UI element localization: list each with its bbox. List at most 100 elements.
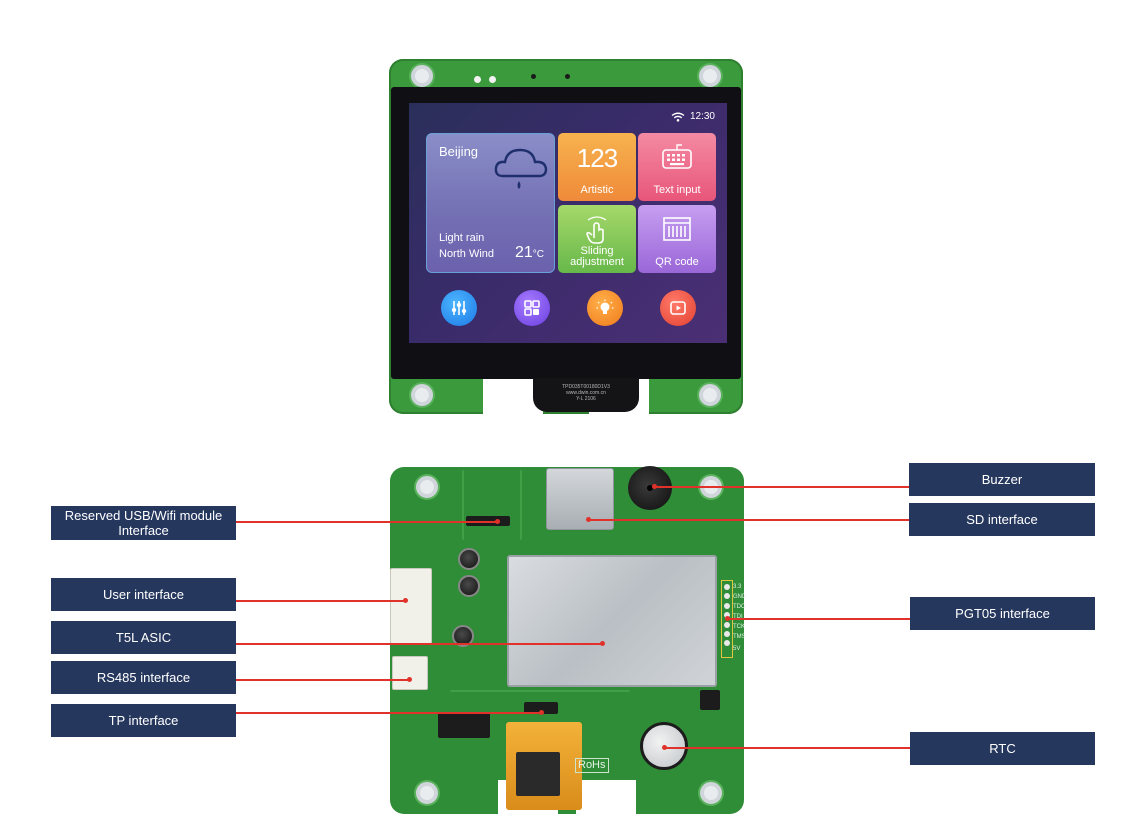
callout-dot bbox=[652, 484, 657, 489]
pad bbox=[474, 76, 481, 83]
driver-chip bbox=[438, 712, 490, 738]
temperature-unit: °C bbox=[532, 249, 545, 260]
callout-dot bbox=[495, 519, 500, 524]
pin-label: 3.3 bbox=[733, 584, 742, 590]
status-time: 12:30 bbox=[689, 111, 715, 122]
pin-label: 5V bbox=[733, 646, 741, 652]
weather-condition-line: Light rain bbox=[439, 232, 485, 244]
label-text: User interface bbox=[103, 587, 184, 602]
weather-city: Beijing bbox=[439, 144, 479, 159]
tile-artistic[interactable]: 123 Artistic bbox=[558, 133, 636, 201]
artistic-glyph: 123 bbox=[576, 143, 618, 173]
weather-card[interactable]: Beijing Light rain North Wind 21°C bbox=[426, 133, 555, 273]
tile-text-input[interactable]: Text input bbox=[638, 133, 716, 201]
wifi-icon bbox=[671, 112, 685, 122]
header-pin bbox=[724, 630, 730, 637]
header-pin bbox=[724, 612, 730, 619]
callout-dot bbox=[725, 616, 730, 621]
callout-dot bbox=[407, 677, 412, 682]
tile-sliding-adjustment[interactable]: Sliding adjustment bbox=[558, 205, 636, 273]
rain-cloud-icon bbox=[494, 148, 548, 189]
capacitor bbox=[458, 575, 480, 597]
label-text: SD interface bbox=[966, 512, 1038, 527]
fpc-core bbox=[516, 752, 560, 796]
tile-label: Text input bbox=[653, 184, 701, 196]
label-text: T5L ASIC bbox=[115, 630, 172, 645]
weather-temperature: 21°C bbox=[515, 244, 544, 262]
header-pin bbox=[724, 602, 730, 609]
label-line: Interface bbox=[118, 523, 169, 538]
label-text: TP interface bbox=[108, 713, 179, 728]
pcb-trace bbox=[450, 690, 630, 692]
mounting-hole bbox=[700, 782, 722, 804]
callout-dot bbox=[662, 745, 667, 750]
video-button[interactable] bbox=[660, 290, 696, 326]
flex-cable-text: TPD035T00180D1V3 bbox=[562, 384, 610, 390]
callout-line bbox=[236, 679, 410, 681]
callout-line bbox=[589, 519, 909, 521]
board-notch bbox=[576, 780, 636, 814]
label-t5l-asic: T5L ASIC bbox=[51, 621, 236, 654]
lcd-screen: 12:30 Beijing Light rain North Wind 21°C… bbox=[409, 103, 727, 343]
keyboard-icon bbox=[662, 144, 692, 169]
mounting-hole bbox=[416, 782, 438, 804]
tile-label: Sliding adjustment bbox=[558, 246, 636, 268]
label-pgt05: PGT05 interface bbox=[910, 597, 1095, 630]
flex-cable-text: Y-L 2106 bbox=[576, 396, 596, 402]
qr-scan-icon bbox=[663, 217, 691, 241]
sd-card-slot bbox=[546, 468, 614, 530]
mounting-hole bbox=[699, 65, 721, 87]
capacitor bbox=[458, 548, 480, 570]
light-button[interactable] bbox=[587, 290, 623, 326]
sliders-icon bbox=[451, 301, 467, 315]
asic-shield bbox=[507, 555, 717, 687]
label-rtc: RTC bbox=[910, 732, 1095, 765]
pin-label: TDO bbox=[733, 604, 746, 610]
label-text: Buzzer bbox=[981, 472, 1023, 487]
callout-dot bbox=[539, 710, 544, 715]
pad bbox=[565, 74, 570, 79]
tp-connector bbox=[524, 702, 558, 714]
user-connector bbox=[390, 568, 432, 644]
label-buzzer: Buzzer bbox=[909, 463, 1095, 496]
apps-button[interactable] bbox=[514, 290, 550, 326]
capacitor bbox=[452, 625, 474, 647]
callout-line bbox=[655, 486, 909, 488]
tp-flex-cable bbox=[506, 722, 582, 810]
flex-cable-print: TPD035T00180D1V3 www.dwin.com.cn Y-L 210… bbox=[533, 384, 639, 402]
pin-label: GND bbox=[733, 594, 747, 600]
pad bbox=[489, 76, 496, 83]
label-user-interface: User interface bbox=[51, 578, 236, 611]
temperature-value: 21 bbox=[515, 244, 533, 261]
inductor bbox=[700, 690, 720, 710]
weather-wind-line: North Wind bbox=[439, 248, 495, 260]
callout-line bbox=[236, 643, 603, 645]
callout-dot bbox=[586, 517, 591, 522]
header-pin bbox=[724, 621, 730, 628]
pin-label: TDI bbox=[733, 614, 743, 620]
callout-line bbox=[236, 600, 406, 602]
label-line: Reserved USB/Wifi module bbox=[64, 508, 223, 523]
tile-qr-code[interactable]: QR code bbox=[638, 205, 716, 273]
label-text: RTC bbox=[989, 741, 1016, 756]
label-text: RS485 interface bbox=[96, 670, 191, 685]
flex-cable-text: www.dwin.com.cn bbox=[566, 390, 606, 396]
grid-icon bbox=[524, 300, 540, 316]
mounting-hole bbox=[699, 384, 721, 406]
mounting-hole bbox=[416, 476, 438, 498]
label-text: Reserved USB/Wifi module Interface bbox=[65, 508, 223, 538]
rohs-mark: RoHs bbox=[575, 758, 609, 773]
mounting-hole bbox=[411, 384, 433, 406]
callout-line bbox=[728, 618, 910, 620]
play-icon bbox=[670, 301, 686, 315]
mounting-hole bbox=[411, 65, 433, 87]
touch-gesture-icon bbox=[586, 216, 607, 244]
tile-label-line: adjustment bbox=[570, 256, 624, 268]
callout-line bbox=[236, 712, 542, 714]
header-pin bbox=[724, 584, 730, 590]
bulb-icon bbox=[596, 299, 614, 314]
flex-cable: TPD035T00180D1V3 www.dwin.com.cn Y-L 210… bbox=[533, 378, 639, 412]
rs485-connector bbox=[392, 656, 428, 690]
label-text: PGT05 interface bbox=[955, 606, 1050, 621]
settings-button[interactable] bbox=[441, 290, 477, 326]
